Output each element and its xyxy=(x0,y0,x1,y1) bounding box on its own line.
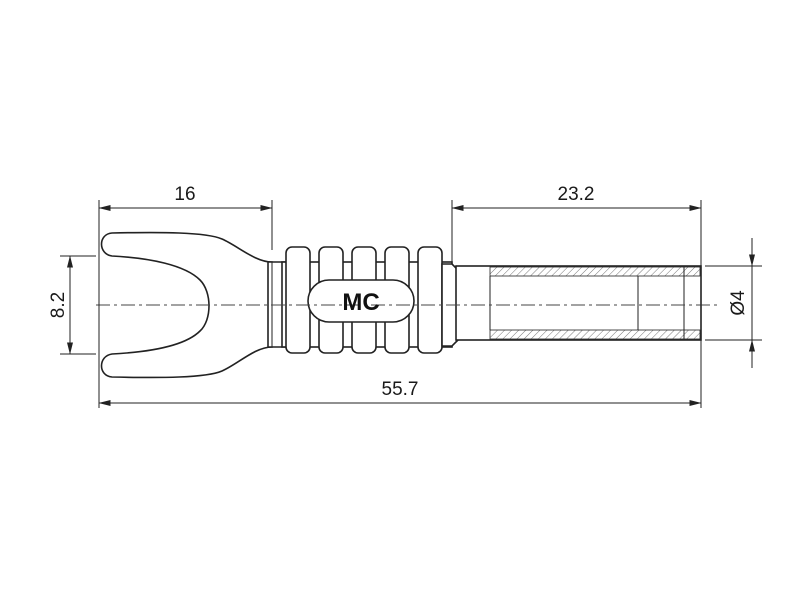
logo-capsule xyxy=(307,279,415,323)
pin xyxy=(455,265,702,341)
rib-5 xyxy=(417,246,443,354)
dim-fork-width: 8.2 xyxy=(48,292,69,318)
dim-fork-length: 16 xyxy=(174,184,195,205)
ribbed-body xyxy=(281,246,459,354)
pin-wall-bottom xyxy=(489,329,701,340)
dim-overall-length: 55.7 xyxy=(382,379,419,400)
pin-wall-top xyxy=(489,266,701,277)
dim-pin-diameter: Ø4 xyxy=(728,290,749,316)
spade-fork xyxy=(100,231,273,379)
dim-pin-length: 23.2 xyxy=(558,184,595,205)
mc-logo: MC xyxy=(342,289,379,316)
rib-1 xyxy=(285,246,311,354)
